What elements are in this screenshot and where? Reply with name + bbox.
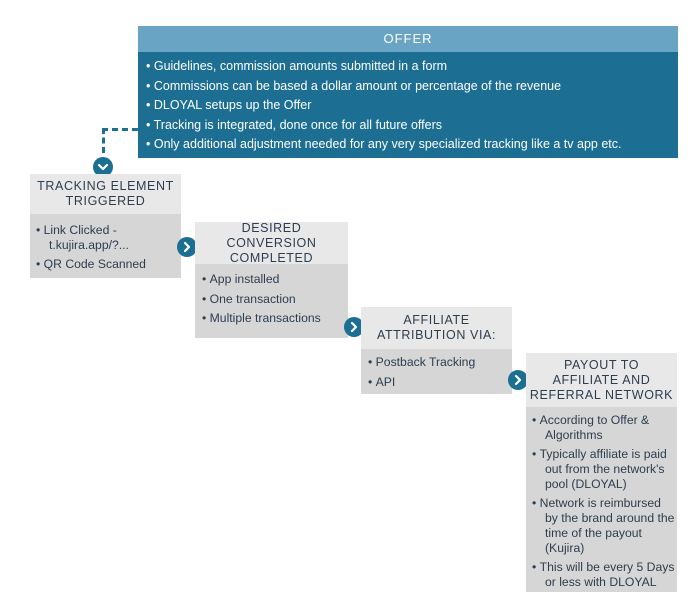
list-item: • QR Code Scanned (36, 257, 146, 271)
step-title-line: DESIRED CONVERSION (226, 220, 317, 250)
offer-box: OFFER • Guidelines, commission amounts s… (138, 26, 678, 158)
offer-title: OFFER (138, 26, 678, 52)
list-item-line: Network is reimbursed (539, 496, 661, 510)
step-title-line: TRACKING ELEMENT (37, 179, 174, 193)
list-item: • Typically affiliate is paid out from t… (532, 447, 667, 491)
step-title-line: AFFILIATE (403, 313, 470, 327)
list-item-line: time of the payout (545, 526, 642, 540)
step-payout-body: • According to Offer & Algorithms • Typi… (526, 407, 677, 592)
list-item: • Postback Tracking (368, 355, 476, 369)
list-item: • API (368, 374, 396, 389)
step-title-line: PAYOUT TO (563, 357, 640, 372)
list-item: • Network is reimbursed by the brand aro… (532, 496, 675, 555)
chevron-right-icon (350, 321, 358, 333)
step-payout-title: PAYOUT TO AFFILIATE AND REFERRAL NETWORK (526, 353, 677, 407)
chevron-right-button (508, 370, 528, 390)
list-item: • Multiple transactions (202, 311, 321, 325)
step-title-line: TRIGGERED (65, 194, 146, 208)
step-attribution-title: AFFILIATE ATTRIBUTION VIA: (361, 307, 512, 349)
list-item-line: Postback Tracking (375, 355, 476, 369)
offer-item: • DLOYAL setups up the Offer (146, 98, 312, 113)
offer-item: • Tracking is integrated, done once for … (146, 117, 442, 132)
step-title-line: AFFILIATE AND (552, 372, 651, 387)
list-item-line: Link Clicked - (43, 223, 117, 237)
chevron-right-button (177, 237, 197, 257)
offer-item: • Commissions can be based a dollar amou… (146, 78, 562, 93)
list-item: • One transaction (202, 291, 296, 306)
offer-item-text: Tracking is integrated, done once for al… (153, 117, 442, 132)
list-item-line: API (375, 374, 396, 389)
list-item-line: by the brand around the (545, 511, 675, 525)
list-item-line: (Kujira) (545, 541, 585, 555)
step-title-line: ATTRIBUTION VIA: (376, 328, 497, 342)
chevron-right-icon (183, 241, 191, 253)
step-title-line: COMPLETED (229, 250, 314, 265)
list-item: • According to Offer & Algorithms (532, 413, 650, 442)
step-tracking-body: • Link Clicked - t.kujira.app/?... • QR … (30, 214, 181, 278)
list-item-line: This will be every 5 Days (539, 560, 675, 574)
list-item: • Link Clicked - t.kujira.app/?... (36, 223, 129, 252)
offer-connector-horizontal (102, 128, 138, 131)
offer-item-text: Commissions can be based a dollar amount… (153, 78, 562, 93)
list-item-line: t.kujira.app/?... (49, 238, 129, 252)
list-item-line: or less with DLOYAL (545, 575, 657, 589)
chevron-down-button (93, 157, 113, 177)
offer-connector-vertical (102, 128, 105, 153)
list-item-line: One transaction (209, 291, 296, 306)
list-item: • This will be every 5 Days or less with… (532, 560, 675, 589)
chevron-right-button (344, 317, 364, 337)
step-tracking-title: TRACKING ELEMENT TRIGGERED (30, 174, 181, 214)
list-item-line: Multiple transactions (209, 311, 321, 325)
list-item-line: pool (DLOYAL) (545, 477, 627, 491)
step-conversion-body: • App installed • One transaction • Mult… (195, 264, 348, 338)
list-item-line: Typically affiliate is paid (539, 447, 667, 461)
chevron-right-icon (514, 374, 522, 386)
offer-item-text: Guidelines, commission amounts submitted… (153, 59, 448, 73)
list-item: • App installed (202, 272, 280, 286)
list-item-line: According to Offer & (539, 413, 650, 427)
offer-item-text: DLOYAL setups up the Offer (153, 98, 312, 113)
offer-item: • Guidelines, commission amounts submitt… (146, 59, 448, 73)
list-item-line: QR Code Scanned (43, 257, 146, 271)
offer-item: • Only additional adjustment needed for … (146, 137, 622, 152)
step-attribution-body: • Postback Tracking • API (361, 349, 512, 394)
offer-list: • Guidelines, commission amounts submitt… (138, 52, 678, 155)
list-item-line: out from the network's (545, 462, 665, 476)
list-item-line: Algorithms (545, 428, 603, 442)
chevron-down-icon (97, 163, 109, 171)
list-item-line: App installed (209, 272, 280, 286)
step-conversion-title: DESIRED CONVERSION COMPLETED (195, 220, 348, 265)
step-title-line: REFERRAL NETWORK (529, 387, 674, 402)
offer-item-text: Only additional adjustment needed for an… (153, 137, 622, 152)
